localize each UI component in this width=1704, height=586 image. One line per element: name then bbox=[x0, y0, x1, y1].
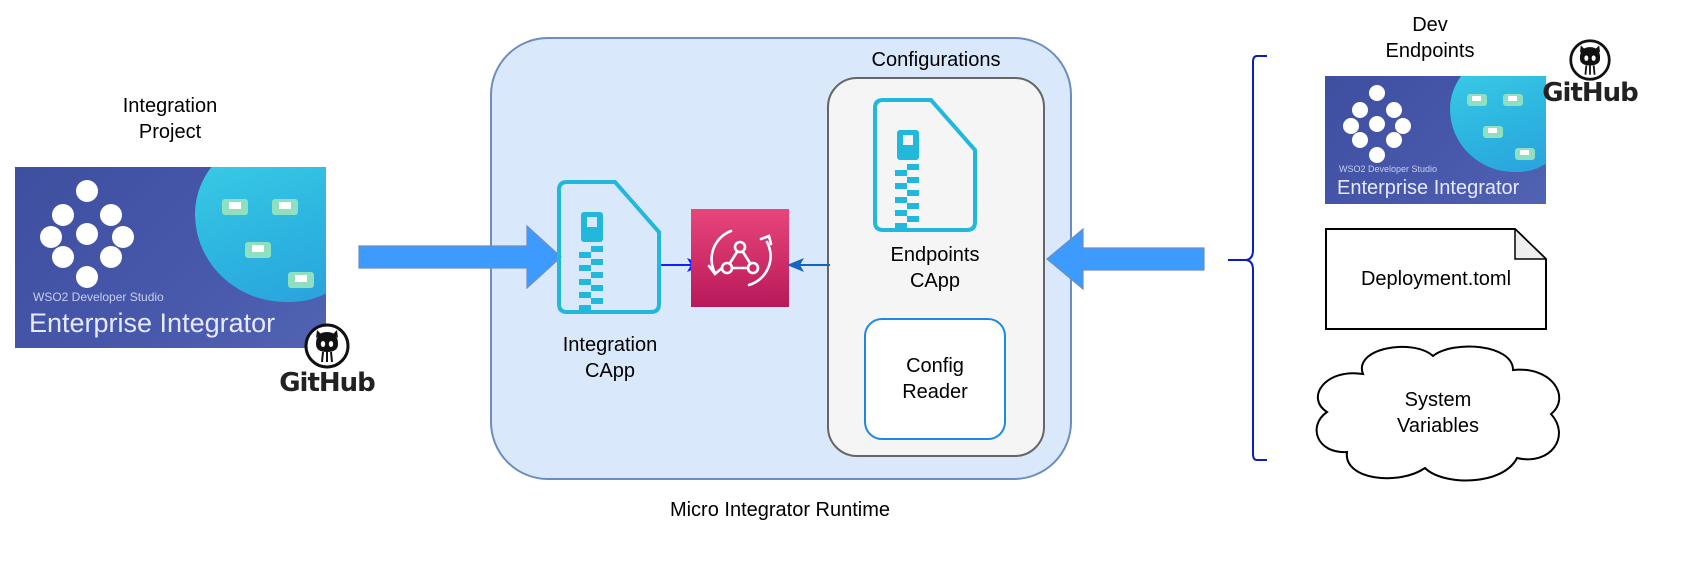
big-arrow-right bbox=[358, 224, 562, 290]
endpoints-capp-label: Endpoints CApp bbox=[860, 242, 1010, 294]
big-arrow-left bbox=[1046, 227, 1205, 291]
integration-project-label: Integration Project bbox=[70, 93, 270, 145]
banner-product-text: Enterprise Integrator bbox=[29, 308, 276, 338]
github-text-right: GitHub bbox=[1542, 78, 1639, 108]
dev-endpoints-label-line1: Dev bbox=[1412, 14, 1448, 36]
banner-product-text: Enterprise Integrator bbox=[1337, 177, 1520, 199]
endpoints-capp-label-line1: Endpoints bbox=[890, 244, 980, 266]
cloud-icon bbox=[1315, 345, 1561, 482]
deployment-toml-label: Deployment.toml bbox=[1360, 267, 1512, 290]
config-reader-label-line2: Reader bbox=[902, 381, 968, 403]
integration-project-banner-image: WSO2 Developer Studio Enterprise Integra… bbox=[15, 167, 326, 348]
system-variables-label-line1: System bbox=[1404, 389, 1472, 411]
banner-studio-text: WSO2 Developer Studio bbox=[33, 290, 164, 304]
dev-endpoints-label-line2: Endpoints bbox=[1385, 40, 1475, 62]
dev-endpoints-label: Dev Endpoints bbox=[1330, 12, 1530, 64]
github-octocat-icon bbox=[1569, 39, 1611, 81]
wso2-logo-icon bbox=[1343, 85, 1411, 163]
github-logo-right: GitHub bbox=[1540, 38, 1640, 107]
integration-capp-label: Integration CApp bbox=[540, 332, 680, 384]
runtime-label: Micro Integrator Runtime bbox=[669, 499, 891, 521]
integration-capp-label-line2: CApp bbox=[584, 360, 636, 382]
endpoints-capp-label-line2: CApp bbox=[909, 270, 961, 292]
configurations-label: Configurations bbox=[871, 49, 1001, 71]
integration-capp-label-line1: Integration bbox=[562, 334, 658, 356]
endpoints-capp-zip-icon bbox=[873, 98, 977, 232]
github-octocat-icon bbox=[304, 323, 350, 369]
github-text-left: GitHub bbox=[279, 368, 376, 398]
system-variables-cloud: System Variables bbox=[1303, 340, 1573, 486]
github-logo-left: GitHub bbox=[272, 322, 382, 397]
note-icon bbox=[1325, 228, 1547, 330]
server-stack-icons bbox=[222, 199, 314, 288]
config-reader-box: Config Reader bbox=[864, 318, 1006, 440]
integration-project-label-line2: Project bbox=[138, 121, 202, 143]
config-reader-label-line1: Config bbox=[906, 355, 964, 377]
banner-studio-text: WSO2 Developer Studio bbox=[1339, 164, 1438, 174]
arrow-endpoints-to-mediator bbox=[787, 258, 830, 272]
deployment-toml-note: Deployment.toml bbox=[1325, 228, 1547, 330]
api-sync-mediator-icon bbox=[691, 209, 789, 307]
server-stack-icons bbox=[1467, 94, 1535, 160]
system-variables-label-line2: Variables bbox=[1397, 415, 1479, 437]
integration-project-label-line1: Integration bbox=[122, 95, 218, 117]
wso2-logo-icon bbox=[40, 180, 134, 288]
dev-endpoints-banner-image: WSO2 Developer Studio Enterprise Integra… bbox=[1325, 76, 1546, 204]
curly-brace bbox=[1228, 55, 1267, 461]
integration-capp-zip-icon bbox=[557, 180, 661, 314]
system-variables-label: System Variables bbox=[1303, 340, 1573, 486]
